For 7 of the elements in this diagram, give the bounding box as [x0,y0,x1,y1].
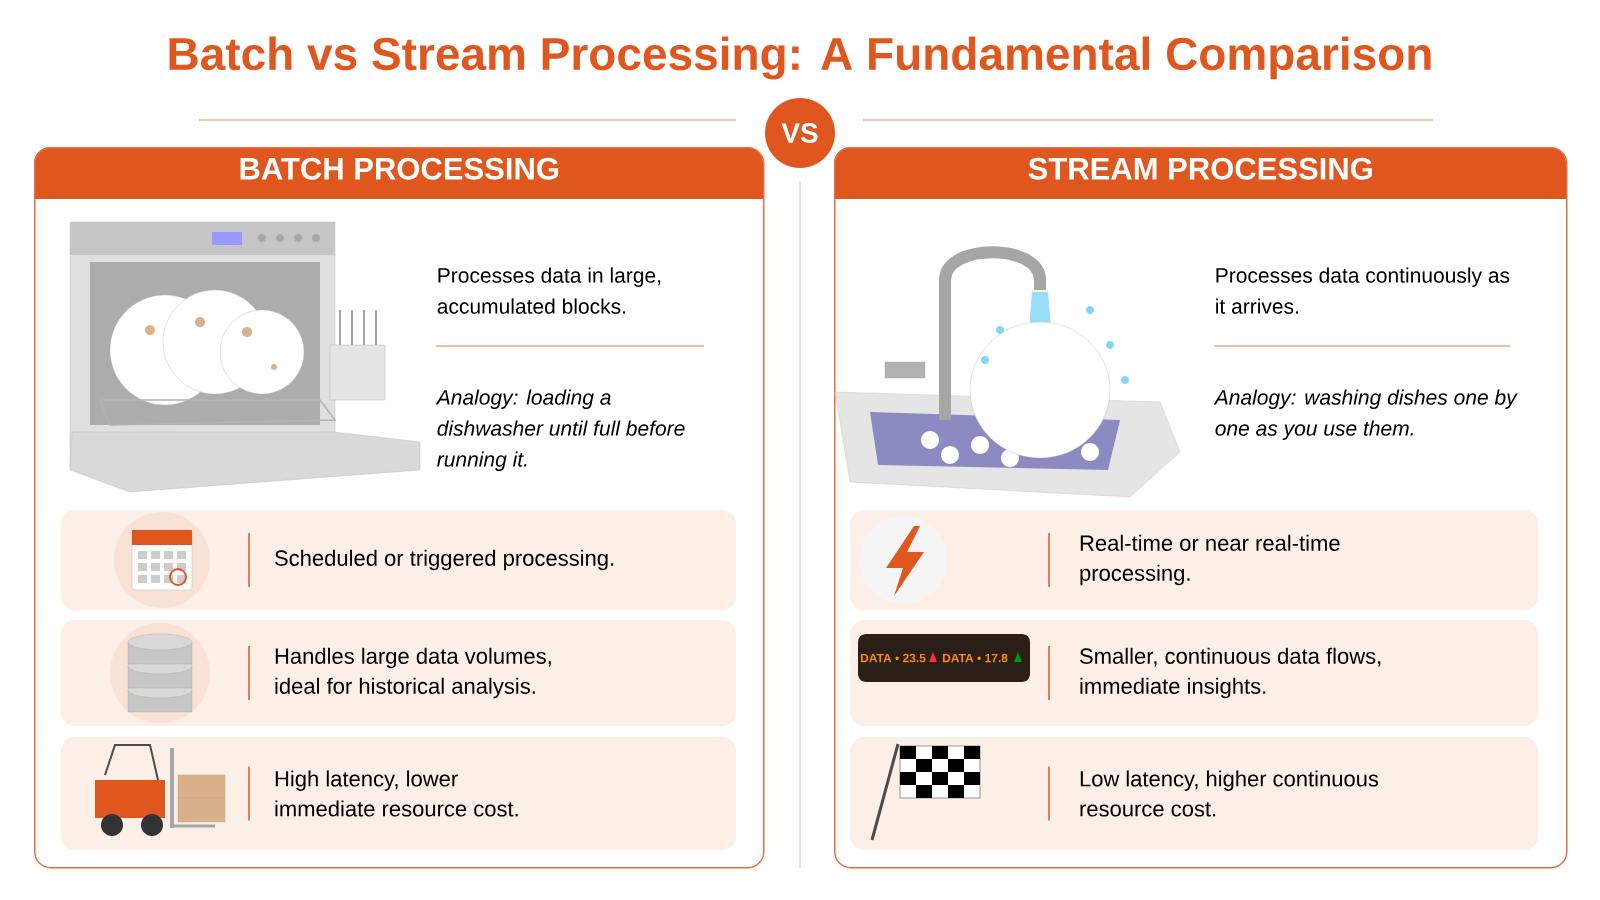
feature-row: Real-time or near real-time processing. [850,510,1538,610]
ticker-text: DATA • 17.8 [942,653,1008,663]
ticker-text: DATA • 23.5 [860,653,926,663]
feature-row: High latency, lower immediate resource cost. [61,737,736,850]
title: Batch vs Stream Processing: A Fundamental Comparison [169,36,1431,80]
feature-row: Low latency, higher continuous resource cost. [850,737,1538,850]
vs-badge: VS [765,98,835,168]
